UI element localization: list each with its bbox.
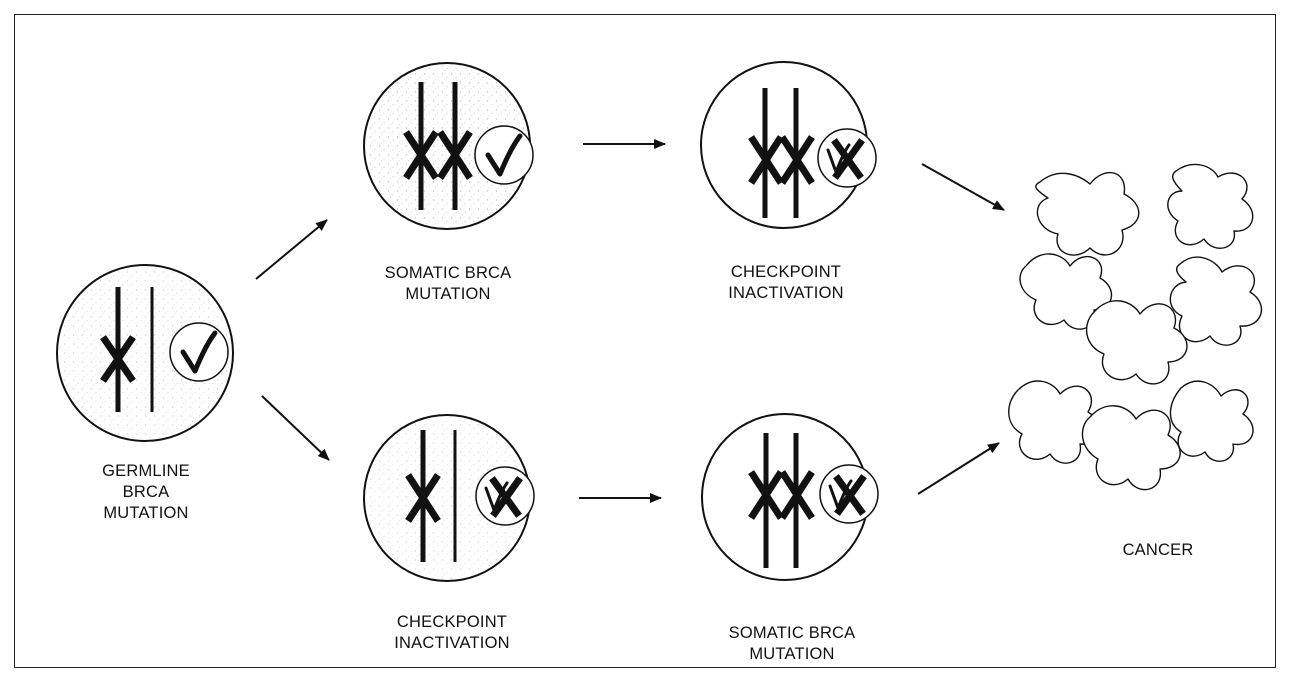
label-line: CHECKPOINT [396, 613, 508, 631]
label-germline: GERMLINE BRCA MUTATION [102, 461, 190, 524]
label-line: MUTATION [103, 504, 189, 522]
label-line: GERMLINE [102, 462, 190, 480]
mutation-mark-icon [405, 473, 441, 523]
inactivation-x-icon [831, 138, 865, 180]
cell-germline [56, 264, 234, 442]
label-line: MUTATION [749, 645, 835, 663]
inactivation-x-icon [489, 476, 523, 518]
arrow-bottom-to-cancer [917, 442, 1000, 495]
arrow-germline-to-bottom [261, 395, 330, 461]
label-line: BRCA [122, 483, 170, 501]
inactivation-x-icon [833, 474, 867, 516]
mutation-mark-icon [437, 130, 473, 180]
label-line: CHECKPOINT [730, 263, 842, 281]
mutation-mark-icon [748, 135, 784, 185]
cell-bottom-checkpoint [363, 414, 535, 582]
figure-frame [14, 14, 1276, 668]
mutation-mark-icon [100, 335, 136, 383]
checkpoint-circle [474, 125, 534, 185]
cancer-cluster [1008, 163, 1263, 491]
arrow-top-to-cancer [921, 163, 1005, 211]
label-top-somatic: SOMATIC BRCA MUTATION [385, 263, 512, 305]
label-line: INACTIVATION [728, 284, 844, 302]
cell-top-somatic [363, 62, 534, 230]
mutation-mark-icon [779, 470, 815, 520]
mutation-mark-icon [779, 135, 815, 185]
label-bottom-checkpoint: CHECKPOINT INACTIVATION [394, 612, 509, 654]
label-bottom-somatic: SOMATIC BRCA MUTATION [729, 623, 856, 665]
cell-bottom-somatic [701, 413, 879, 581]
label-cancer: CANCER [1123, 540, 1194, 561]
arrow-germline-to-top [255, 219, 328, 280]
label-line: CANCER [1122, 541, 1194, 559]
label-line: SOMATIC BRCA [728, 624, 856, 642]
label-line: SOMATIC BRCA [384, 264, 512, 282]
check-icon [180, 330, 218, 374]
label-line: MUTATION [405, 285, 491, 303]
check-icon [485, 133, 523, 177]
checkpoint-circle [169, 322, 229, 382]
cell-top-checkpoint [700, 61, 877, 229]
mutation-mark-icon [748, 470, 784, 520]
label-top-checkpoint: CHECKPOINT INACTIVATION [728, 262, 843, 304]
mutation-mark-icon [403, 130, 439, 180]
label-line: INACTIVATION [394, 634, 510, 652]
